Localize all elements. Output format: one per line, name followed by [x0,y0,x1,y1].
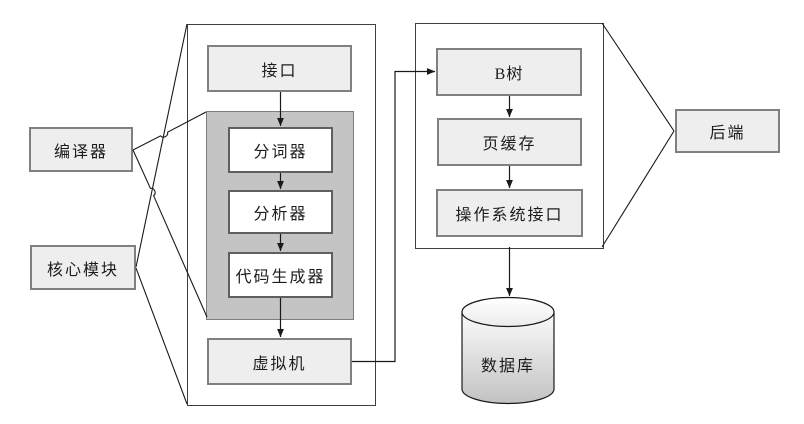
node-tokenizer: 分词器 [228,127,333,173]
database-cylinder-icon [461,296,555,405]
node-database-label: 数据库 [480,358,535,375]
node-interface: 接口 [207,45,352,92]
node-page-cache: 页缓存 [437,118,582,166]
node-parser: 分析器 [228,190,333,234]
node-code-generator: 代码生成器 [228,252,333,298]
node-compiler: 编译器 [29,127,133,172]
node-virtual-machine: 虚拟机 [207,338,352,385]
line-container-top-to-backend [601,22,675,132]
line-core-to-container-bottom [135,267,188,405]
line-container-bottom-to-backend [601,130,675,248]
node-backend: 后端 [675,109,780,153]
line-core-to-container-top [135,23,188,268]
node-os-interface: 操作系统接口 [436,189,583,237]
node-btree: B树 [436,48,582,96]
node-core-module: 核心模块 [30,245,136,290]
